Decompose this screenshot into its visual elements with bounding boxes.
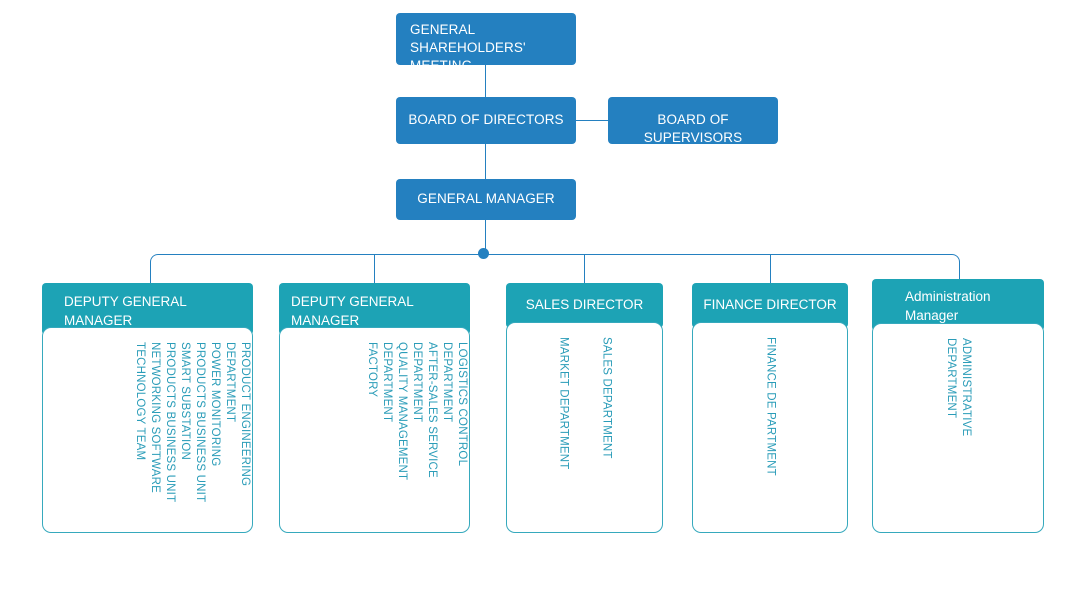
node-label: BOARD OF DIRECTORS — [408, 112, 564, 127]
department-item[interactable]: POWER MONITORING PRODUCTS BUSINESS UNIT — [194, 342, 221, 503]
bus-drop-2 — [374, 255, 375, 283]
department-item[interactable]: PRODUCT ENGINEERING DEPARTMENT — [224, 342, 251, 487]
department-list: FINANCE DE PARTMENT — [693, 323, 847, 532]
column-header-label: FINANCE DIRECTOR — [703, 297, 837, 312]
department-item[interactable]: FINANCE DE PARTMENT — [764, 337, 777, 476]
connector-shareholders-to-board — [485, 65, 486, 97]
node-general-manager[interactable]: GENERAL MANAGER — [396, 179, 576, 220]
bus-drop-3 — [584, 255, 585, 283]
bus-horizontal-line — [167, 254, 943, 255]
column-sales-director: SALES DIRECTOR SALES DEPARTMENT MARKET D… — [506, 283, 663, 533]
column-body: PRODUCT ENGINEERING DEPARTMENT POWER MON… — [42, 327, 253, 533]
column-header-label: SALES DIRECTOR — [525, 297, 644, 312]
column-header-label: Administration Manager — [905, 289, 991, 323]
connector-board-to-supervisors — [576, 120, 608, 121]
department-item[interactable]: QUALITY MANAGEMENT DEPARTMENT — [381, 342, 408, 481]
department-list: PRODUCT ENGINEERING DEPARTMENT POWER MON… — [43, 328, 252, 532]
department-item[interactable]: FACTORY — [366, 342, 378, 398]
department-item[interactable]: ADMINISTRATIVE DEPARTMENT — [945, 338, 972, 437]
column-header[interactable]: FINANCE DIRECTOR — [692, 283, 848, 328]
connector-gm-to-bus — [485, 220, 486, 254]
column-body: ADMINISTRATIVE DEPARTMENT — [872, 323, 1044, 533]
column-deputy-general-manager-manufacturing: DEPUTY GENERAL MANAGER MANUFACTURING LOG… — [279, 283, 470, 533]
department-item[interactable]: SALES DEPARTMENT — [600, 337, 613, 459]
department-item[interactable]: AFTER-SALES SERVICE DEPARTMENT — [411, 342, 438, 478]
bus-junction-dot — [478, 248, 489, 259]
column-body: SALES DEPARTMENT MARKET DEPARTMENT — [506, 322, 663, 533]
column-header[interactable]: SALES DIRECTOR — [506, 283, 663, 328]
department-item[interactable]: SMART SUBSTATION PRODUCTS BUSINESS UNIT — [164, 342, 191, 503]
bus-corner-right — [942, 254, 960, 272]
connector-board-to-gm — [485, 144, 486, 179]
department-item[interactable]: NETWORKING SOFTWARE TECHNOLOGY TEAM — [134, 342, 161, 493]
column-administration-manager: Administration Manager ADMINISTRATIVE DE… — [872, 279, 1044, 533]
node-label: GENERAL SHAREHOLDERS' MEETING — [410, 22, 526, 73]
department-list: SALES DEPARTMENT MARKET DEPARTMENT — [507, 323, 662, 532]
column-finance-director: FINANCE DIRECTOR FINANCE DE PARTMENT — [692, 283, 848, 533]
department-item[interactable]: MARKET DEPARTMENT — [557, 337, 570, 470]
node-label: BOARD OF SUPERVISORS — [643, 112, 743, 145]
column-deputy-general-manager-rd: DEPUTY GENERAL MANAGER R&D PRODUCT ENGIN… — [42, 283, 253, 533]
department-item[interactable]: LOGISTICS CONTROL DEPARTMENT — [441, 342, 468, 467]
node-general-shareholders-meeting[interactable]: GENERAL SHAREHOLDERS' MEETING — [396, 13, 576, 73]
department-list: LOGISTICS CONTROL DEPARTMENT AFTER-SALES… — [280, 328, 469, 532]
column-header[interactable]: Administration Manager — [872, 279, 1044, 331]
node-label: GENERAL MANAGER — [417, 191, 555, 206]
bus-corner-left — [150, 254, 168, 272]
column-body: LOGISTICS CONTROL DEPARTMENT AFTER-SALES… — [279, 327, 470, 533]
node-board-of-supervisors[interactable]: BOARD OF SUPERVISORS — [608, 97, 778, 145]
bus-drop-5 — [959, 271, 960, 283]
bus-drop-4 — [770, 255, 771, 283]
department-list: ADMINISTRATIVE DEPARTMENT — [873, 324, 1043, 532]
bus-drop-1 — [150, 271, 151, 283]
column-body: FINANCE DE PARTMENT — [692, 322, 848, 533]
node-board-of-directors[interactable]: BOARD OF DIRECTORS — [396, 97, 576, 144]
